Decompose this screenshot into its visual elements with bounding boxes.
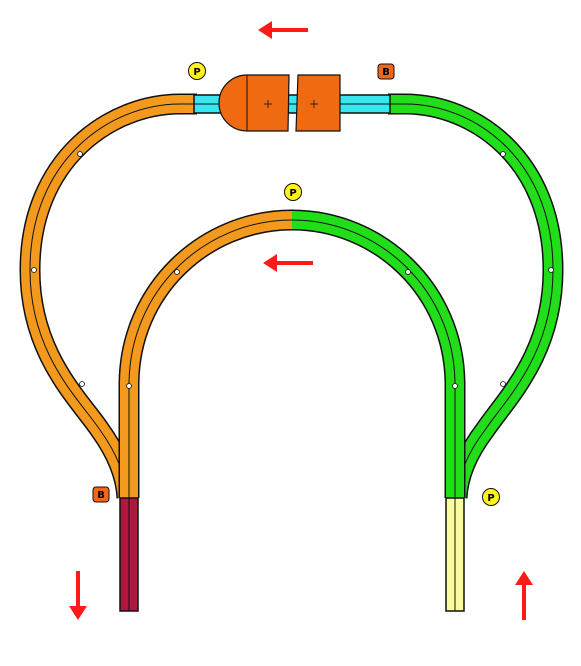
train-car-front[interactable] — [218, 74, 290, 132]
joint-dot — [500, 381, 506, 387]
arrow-left-stub — [69, 571, 87, 620]
joint-dot — [452, 383, 458, 389]
marker-b-left[interactable]: B — [92, 486, 110, 503]
joint-dot — [548, 267, 554, 273]
joint-dot — [31, 267, 37, 273]
arrow-inner — [263, 254, 313, 272]
outer-loop-right-segment[interactable] — [388, 93, 564, 499]
inner-loop-right-segment[interactable] — [291, 209, 466, 498]
right-stub-segment[interactable] — [445, 497, 465, 612]
joint-dot — [77, 151, 83, 157]
joint-dot — [79, 381, 85, 387]
marker-p-top[interactable]: P — [188, 62, 206, 80]
joint-dot — [405, 269, 411, 275]
marker-p-right[interactable]: P — [482, 488, 500, 506]
train[interactable] — [218, 74, 341, 132]
marker-label: P — [487, 493, 494, 504]
inner-loop-left-segment[interactable] — [118, 209, 293, 498]
marker-label: P — [289, 188, 296, 199]
marker-label: B — [382, 67, 390, 78]
marker-label: B — [97, 490, 105, 501]
marker-label: P — [193, 67, 200, 78]
track-joints — [31, 151, 554, 389]
arrow-top — [258, 21, 308, 39]
marker-b-top[interactable]: B — [377, 63, 395, 80]
joint-dot — [500, 151, 506, 157]
arrow-right-stub — [515, 571, 533, 620]
joint-dot — [174, 269, 180, 275]
train-car-rear[interactable] — [295, 74, 341, 132]
marker-p-inner[interactable]: P — [284, 183, 302, 201]
joint-dot — [126, 383, 132, 389]
left-stub-segment[interactable] — [119, 497, 139, 612]
outer-loop-left-segment[interactable] — [19, 93, 197, 499]
